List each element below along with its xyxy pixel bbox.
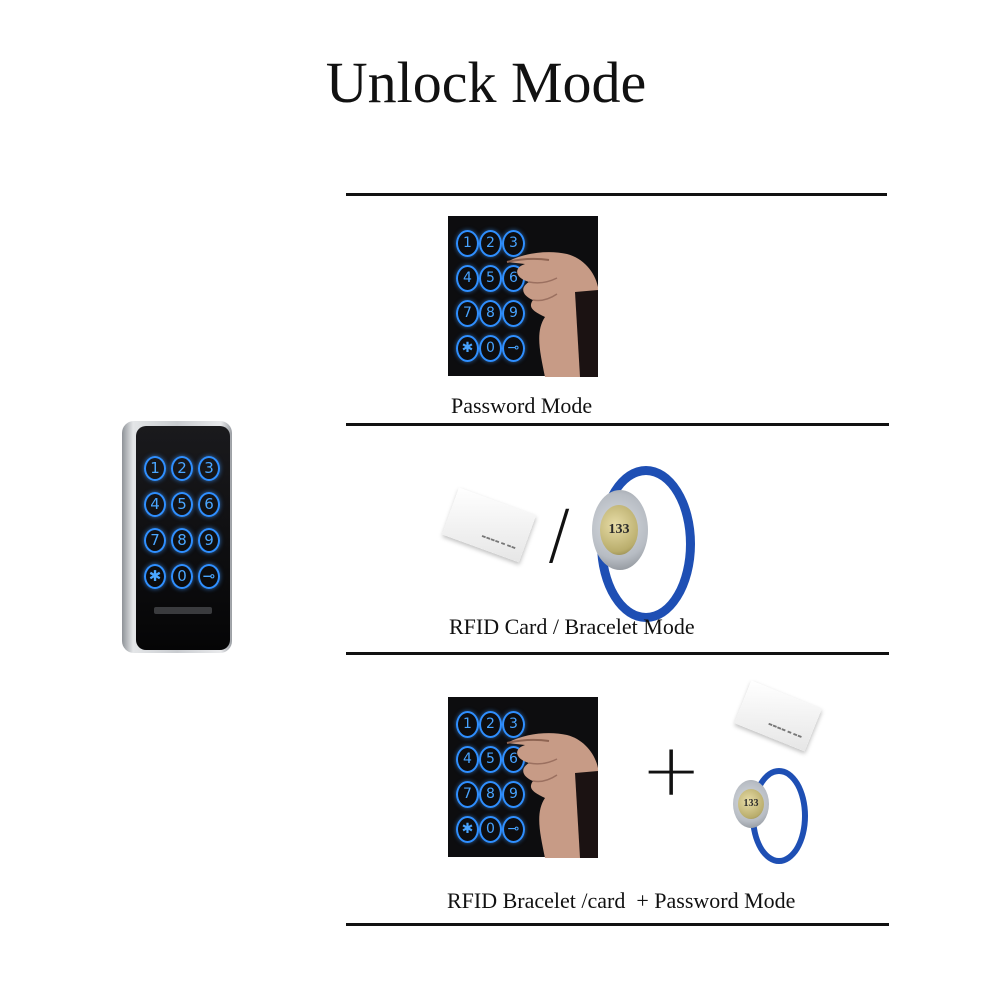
keypad-key: 1 [456, 230, 479, 257]
keypad-key: 9 [502, 300, 525, 327]
keypad-key: 1 [144, 456, 166, 481]
plus-symbol: + [641, 728, 702, 812]
keypad-key: 0 [479, 816, 502, 843]
keypad-key: 7 [456, 300, 479, 327]
keypad-key: 3 [502, 230, 525, 257]
keypad-key: 1 [456, 711, 479, 738]
keypad-key: ⊸ [198, 564, 220, 589]
keypad-key: 0 [171, 564, 193, 589]
keypad-key: 2 [479, 711, 502, 738]
keypad-key: 2 [171, 456, 193, 481]
keypad-key: 5 [479, 265, 502, 292]
password-mode-caption: Password Mode [451, 393, 593, 418]
keypad-key: 4 [456, 746, 479, 773]
keypad-key: 8 [171, 528, 193, 553]
keypad-key: 5 [479, 746, 502, 773]
keypad-key: ⊸ [502, 335, 525, 362]
keypad-key: 9 [502, 781, 525, 808]
keypad-key: ✱ [456, 816, 479, 843]
finger-hand-image [506, 252, 598, 377]
divider [346, 193, 887, 196]
bracelet-number: 133 [738, 789, 764, 819]
keypad-key: 5 [171, 492, 193, 517]
page-title: Unlock Mode [325, 50, 647, 115]
keypad-key: 7 [456, 781, 479, 808]
divider [346, 423, 889, 426]
keypad-key: 6 [198, 492, 220, 517]
keypad-key: 4 [144, 492, 166, 517]
keypad-key: ✱ [456, 335, 479, 362]
bracelet-number: 133 [600, 505, 638, 555]
combined-mode-caption: RFID Bracelet /card + Password Mode [447, 888, 796, 913]
keypad-key: 0 [479, 335, 502, 362]
rfid-card-image: ▬▬▬▬ ▬ ▬▬ [734, 680, 822, 752]
divider [346, 652, 889, 655]
rfid-mode-caption: RFID Card / Bracelet Mode [449, 614, 695, 639]
keypad-key: 8 [479, 300, 502, 327]
keypad-key: 4 [456, 265, 479, 292]
keypad-key: 9 [198, 528, 220, 553]
divider [346, 923, 889, 926]
keypad-key: 2 [479, 230, 502, 257]
keypad-key: 8 [479, 781, 502, 808]
finger-hand-image [506, 733, 598, 858]
keypad-key: 7 [144, 528, 166, 553]
keypad-key: 3 [198, 456, 220, 481]
keypad-key: ✱ [144, 564, 166, 589]
rfid-card-image: ▬▬▬▬ ▬ ▬▬ [441, 487, 537, 563]
keypad-key: 3 [502, 711, 525, 738]
keypad-key: ⊸ [502, 816, 525, 843]
device-card-slot [154, 607, 212, 614]
or-slash: / [548, 496, 571, 573]
